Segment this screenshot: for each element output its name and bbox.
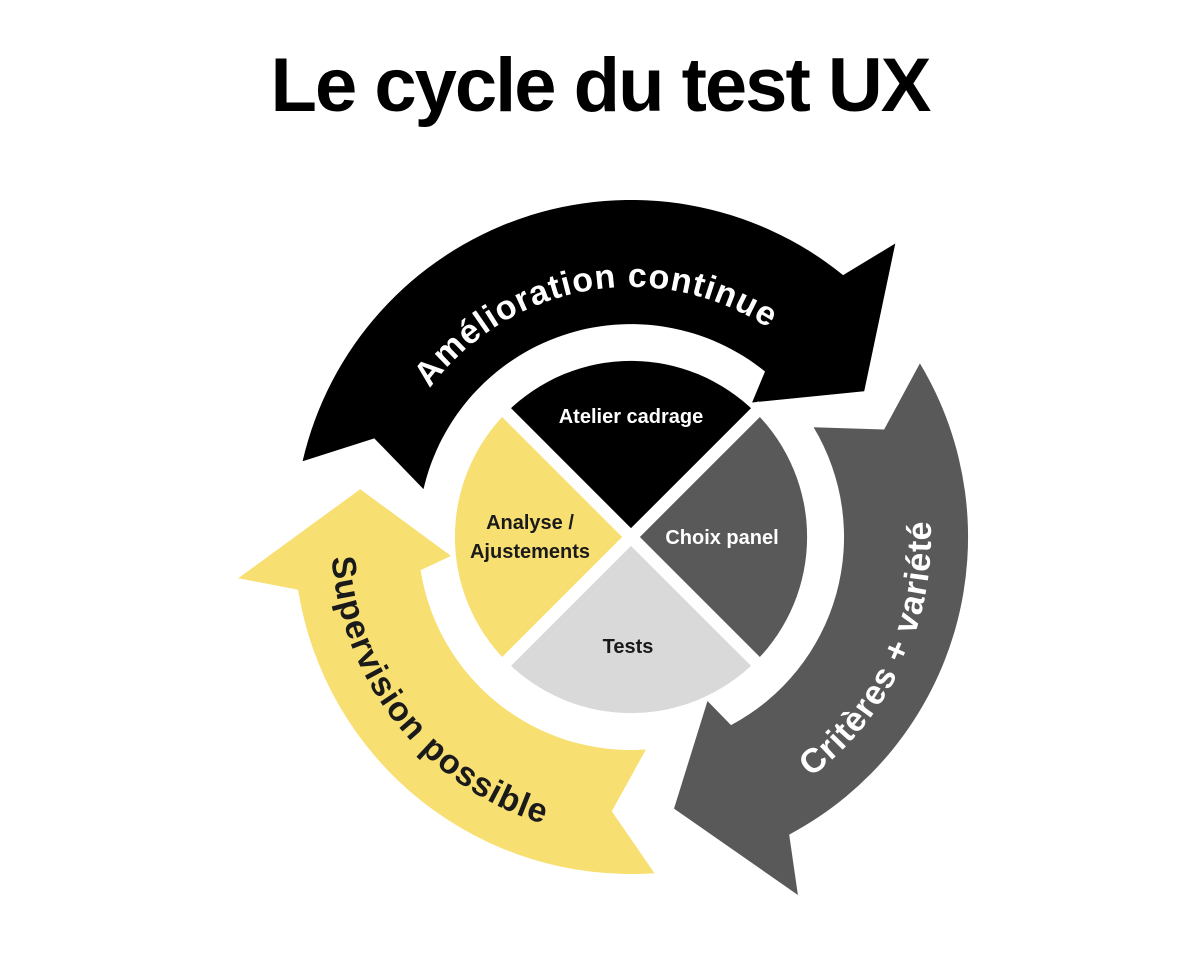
arrow-amelioration-continue [302,199,896,490]
wedge-analyse-ajustements [454,412,631,662]
wedge-label-analyse-line1: Analyse / [486,512,574,534]
wedge-tests [506,537,756,714]
wedge-label-analyse-line2: Ajustements [470,541,590,563]
pie-divider-line [495,401,767,673]
arrow-supervision-possible [238,489,655,875]
wedge-atelier-cadrage [506,360,756,537]
wedge-choix-panel [631,412,808,662]
arrow-criteres-variete [674,363,969,895]
wedge-label-choix-panel: Choix panel [665,527,778,549]
page-title: Le cycle du test UX [270,43,932,128]
wedge-label-tests: Tests [603,636,654,658]
wedge-label-atelier-cadrage: Atelier cadrage [559,406,704,428]
